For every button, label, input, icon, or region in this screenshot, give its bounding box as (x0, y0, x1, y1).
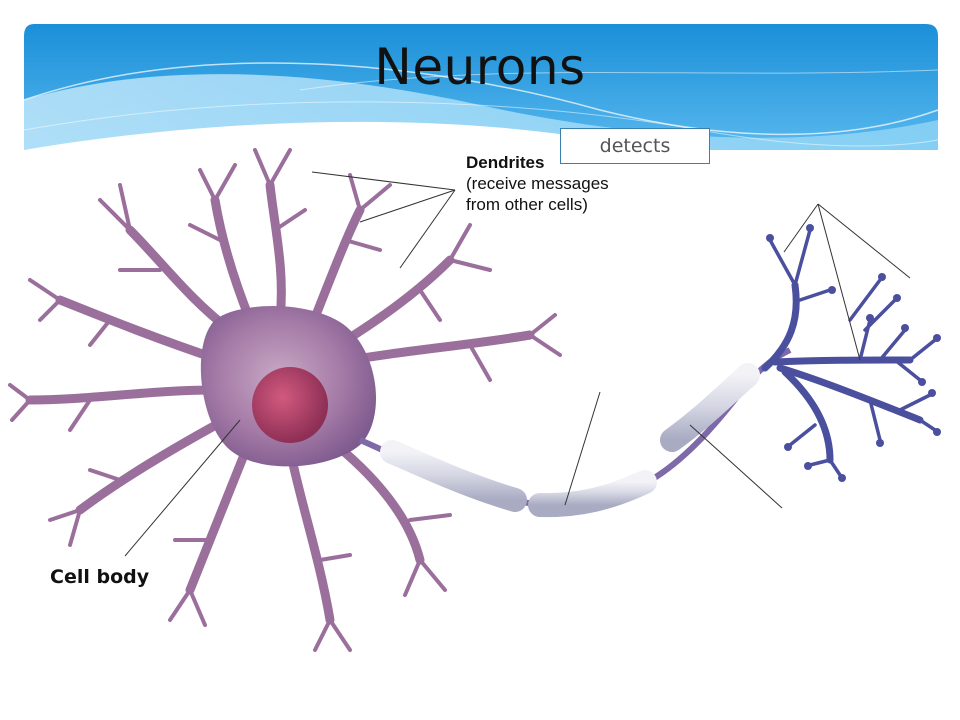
myelin-sheath (380, 363, 760, 518)
cell-body-label: Cell body (50, 566, 150, 588)
leader-lines (124, 171, 911, 557)
dendrites-label: Dendrites (receive messages from other c… (466, 152, 676, 215)
axon (358, 347, 792, 509)
header-banner (0, 24, 960, 170)
dendrites-label-title: Dendrites (466, 153, 545, 172)
slide-title: Neurons (374, 38, 586, 96)
nucleus (252, 367, 328, 443)
dendrites-label-description: (receive messages from other cells) (466, 174, 609, 214)
dendrites (8, 148, 562, 652)
answer-box: detects (560, 128, 710, 164)
axon-terminals (761, 224, 941, 482)
